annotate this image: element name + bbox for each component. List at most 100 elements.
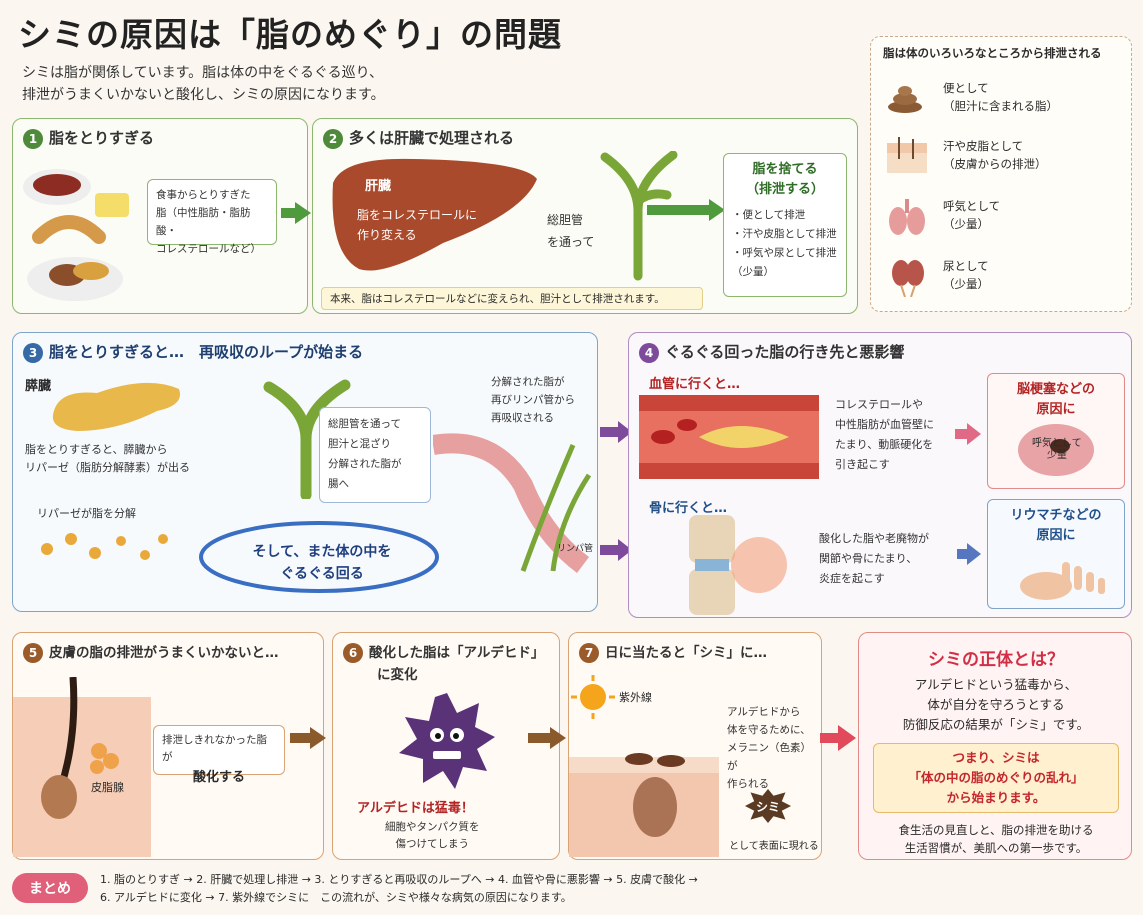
rheuma-line: リウマチなどの [1010, 508, 1102, 523]
stain-badge: シミ [745, 789, 791, 823]
section-title: ぐるぐる回った脂の行き先と悪影響 [665, 343, 905, 361]
discard-item: ・汗や皮脂として排泄 [732, 228, 837, 240]
brain-overlay-line: 呼気として [1032, 438, 1082, 449]
arrow-stem [528, 733, 550, 743]
duct-label: 総胆管を通って [547, 209, 594, 253]
legend-title: 脂は体のいろいろなところから排泄される [883, 46, 1102, 60]
arrow-stem [290, 733, 310, 743]
oxidize-emphasis: 酸化する [192, 770, 245, 785]
legend-label: 呼気として [943, 199, 1001, 213]
step-number: 5 [23, 642, 43, 663]
bone-text: 酸化した脂や老廃物が関節や骨にたまり、炎症を起こす [819, 529, 929, 589]
sun-icon [571, 675, 615, 719]
vessel-line: コレステロールや [835, 398, 923, 411]
arrow-stem [820, 733, 838, 743]
aldehyde-monster-icon [399, 693, 495, 789]
pancreas-text: 脂をとりすぎると、膵臓からリパーゼ（脂肪分解酵素）が出る [25, 441, 190, 477]
step-number: 6 [343, 643, 363, 663]
lungs-icon [889, 199, 925, 235]
reabsorb-line: 再びリンパ管から [491, 394, 575, 406]
arrow-right-icon [709, 199, 725, 221]
danger-detail: 細胞やタンパク質を傷つけてしまう [385, 819, 480, 853]
bone-line: 酸化した脂や老廃物が [819, 532, 929, 545]
truth-emphasis-line: つまり、シミは [952, 750, 1040, 765]
lipase-label: リパーゼが脂を分解 [37, 507, 136, 520]
liver-text-line: 脂をコレステロールに [357, 208, 478, 222]
section-title: 脂をとりすぎる [49, 129, 155, 147]
hand-icon [1020, 562, 1105, 600]
legend-sub: （胆汁に含まれる脂） [943, 99, 1058, 113]
food-icon [23, 169, 129, 301]
legend-label: 尿として [943, 259, 989, 273]
section-title-line2: に変化 [377, 667, 418, 683]
truth-line: 体が自分を守ろうとする [927, 697, 1065, 712]
uv-label: 紫外線 [619, 691, 652, 704]
truth-line: 防御反応の結果が「シミ」です。 [902, 717, 1090, 732]
arrow-stem [281, 208, 295, 218]
liver-note: 本来、脂はコレステロールなどに変えられ、胆汁として排泄されます。 [321, 287, 703, 310]
legend-label: 便として [943, 81, 989, 95]
brain-icon [1018, 424, 1094, 476]
pancreas-label: 膵臓 [25, 379, 52, 394]
duct-info-line: 分解された脂が [328, 458, 402, 470]
truth-foot-line: 生活習慣が、美肌への第一歩です。 [904, 841, 1088, 855]
discard-title: （排泄する） [745, 182, 824, 197]
melanin-line: メラニン（色素）が [727, 742, 811, 772]
legend-sub: （皮膚からの排泄） [943, 157, 1047, 171]
brain-line: 脳梗塞などの [1016, 382, 1095, 397]
intake-line: 食事からとりすぎた [156, 189, 251, 201]
vessel-line: たまり、動脈硬化を [835, 438, 934, 451]
legend-sub: （少量） [943, 217, 989, 231]
section-title: 多くは肝臓で処理される [349, 129, 515, 147]
duct-info-line: 腸へ [328, 478, 349, 490]
step-number: 7 [579, 642, 599, 663]
arrow-stem [600, 545, 618, 555]
truth-emphasis-line: から始まります。 [946, 790, 1046, 805]
intro-text: シミは脂が関係しています。脂は体の中をぐるぐる巡り、 排泄がうまくいかないと酸化… [22, 62, 385, 106]
joint-icon [689, 515, 787, 615]
loop-text: そして、また体の中をぐるぐる回る [239, 541, 405, 585]
melanin-line: 体を守るために、 [727, 724, 811, 736]
discard-box: 脂を捨てる（排泄する） ・便として排泄・汗や皮脂として排泄・呼気や尿として排泄（… [723, 153, 847, 297]
intake-line: 脂（中性脂肪・脂肪酸・ [156, 207, 251, 237]
bile-duct-icon [600, 151, 678, 281]
oxidize-box: 排泄しきれなかった脂が 酸化する [153, 725, 285, 785]
arrow-right-icon [967, 423, 981, 445]
page-title: シミの原因は「脂のめぐり」の問題 [18, 15, 562, 54]
pancreas-line: 脂をとりすぎると、膵臓から [25, 443, 168, 456]
rheumatism-box: リウマチなどの原因に [987, 499, 1125, 609]
arrow-stem [955, 429, 969, 439]
summary-label: まとめ [12, 873, 88, 903]
brain-overlay-text: 呼気として少量 [1032, 438, 1082, 462]
summary-text: 1. 脂のとりすぎ → 2. 肝臓で処理し排泄 → 3. とりすぎると再吸収のル… [100, 871, 698, 907]
truth-foot: 食生活の見直しと、脂の排泄を助ける生活習慣が、美肌への第一歩です。 [859, 821, 1133, 857]
pancreas-line: リパーゼ（脂肪分解酵素）が出る [25, 461, 190, 474]
bone-line: 炎症を起こす [819, 572, 885, 585]
truth-lines: アルデヒドという猛毒から、体が自分を守ろうとする防御反応の結果が「シミ」です。 [859, 675, 1133, 735]
duct-info-line: 胆汁と混ざり [328, 438, 391, 450]
discard-item: （少量） [732, 266, 774, 278]
rheuma-line: 原因に [1036, 528, 1076, 543]
stool-icon [888, 86, 922, 113]
lipase-molecules-icon [41, 533, 168, 560]
intestine-lymph-icon [433, 433, 592, 573]
lymph-label: リンパ管 [557, 544, 594, 554]
legend-label: 汗や皮脂として [943, 139, 1024, 153]
legend-sub: （少量） [943, 277, 989, 291]
arrow-right-icon [967, 543, 981, 565]
melanin-line: 作られる [727, 778, 769, 790]
reabsorb-line: 再吸収される [491, 412, 554, 424]
skin-icon [887, 137, 927, 173]
discard-item: ・呼気や尿として排泄 [732, 247, 837, 259]
arrow-right-icon [295, 202, 311, 224]
